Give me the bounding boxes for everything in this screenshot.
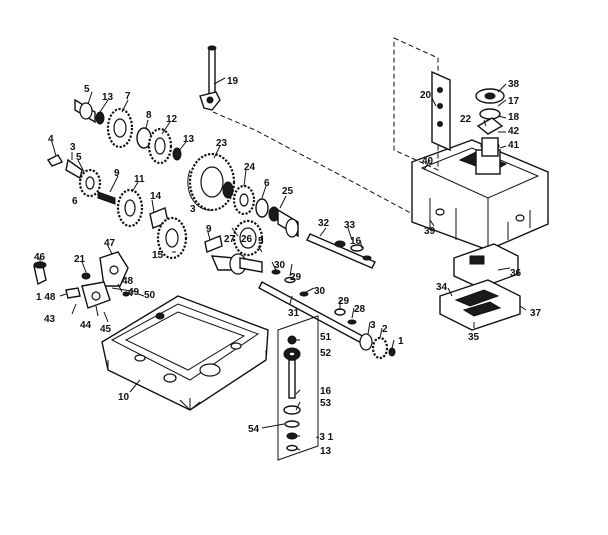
lower-gear-train	[149, 207, 188, 260]
shift-shaft-19	[199, 45, 221, 111]
callout-3: 3	[370, 320, 376, 331]
callout-10: 10	[118, 392, 130, 403]
callout-5: 5	[76, 152, 82, 163]
callout-51: 51	[320, 332, 332, 343]
callout-3: 3	[70, 142, 76, 153]
gear-26-assembly	[204, 219, 264, 275]
callout-42: 42	[508, 126, 520, 137]
callout-41: 41	[508, 140, 520, 151]
bottom-right-plates	[439, 243, 521, 331]
callout-27: 27	[224, 234, 236, 245]
callout-45: 45	[100, 324, 112, 335]
callout-9: 9	[206, 224, 212, 235]
middle-gear-train	[46, 154, 144, 228]
callout-47: 47	[104, 238, 116, 249]
vertical-shaft-panel	[277, 315, 319, 461]
main-gear-assembly	[187, 152, 299, 238]
callout-30: 30	[314, 286, 326, 297]
callout-36: 36	[510, 268, 522, 279]
callout-23: 23	[216, 138, 228, 149]
callout-4: 4	[48, 134, 54, 145]
callout-52: 52	[320, 348, 332, 359]
callout-7: 7	[125, 91, 131, 102]
callout-46: 46	[34, 252, 46, 263]
callout-18: 18	[508, 112, 520, 123]
callout-53: 53	[320, 398, 332, 409]
callout-13: 13	[183, 134, 195, 145]
callout-49: 49	[128, 287, 140, 298]
callout-54: 54	[248, 424, 260, 435]
callout-24: 24	[244, 162, 256, 173]
callout-32: 32	[318, 218, 330, 229]
lower-shaft-assembly	[258, 269, 396, 360]
callout-16: 16	[350, 236, 362, 247]
upper-gear-train	[74, 98, 182, 165]
callout-34: 34	[436, 282, 448, 293]
callout-17: 17	[508, 96, 520, 107]
callout-16: 16	[320, 386, 332, 397]
callout-31: -3 1	[316, 432, 334, 443]
callout-29: 29	[338, 296, 350, 307]
callout-33: 33	[344, 220, 356, 231]
callout-29: 29	[290, 272, 302, 283]
callout-26: 26	[241, 234, 253, 245]
callout-19: 19	[227, 76, 239, 87]
callout-35: 35	[468, 332, 480, 343]
callout-13: 13	[320, 446, 332, 457]
callout-6: 6	[264, 178, 270, 189]
callout-44: 44	[80, 320, 92, 331]
callout-5: 5	[258, 236, 264, 247]
callout-5: 5	[84, 84, 90, 95]
callout-8: 8	[146, 110, 152, 121]
callout-13: 13	[102, 92, 114, 103]
callout-labels: 19 5 13 7 8 12 13 4 3 5 9 11 6 23 24 6 2…	[34, 76, 542, 457]
shaft-32	[306, 233, 376, 269]
lower-housing-10	[101, 295, 269, 411]
callout-31: 31	[288, 308, 300, 319]
leader-lines	[39, 77, 527, 451]
top-stack-parts	[475, 88, 505, 157]
callout-1-48: 1 48	[36, 292, 56, 303]
callout-2: 2	[382, 324, 388, 335]
callout-38: 38	[508, 79, 520, 90]
callout-20: 20	[420, 90, 432, 101]
callout-28: 28	[354, 304, 366, 315]
callout-14: 14	[150, 191, 162, 202]
callout-12: 12	[166, 114, 178, 125]
callout-40: 40	[422, 156, 434, 167]
callout-43: 43	[44, 314, 56, 325]
callout-37: 37	[530, 308, 542, 319]
upper-housing-39	[411, 139, 549, 251]
cover-plate-20	[393, 37, 451, 171]
callout-11: 11	[134, 174, 145, 185]
callout-50: 50	[144, 290, 156, 301]
callout-25: 25	[282, 186, 294, 197]
reference-line	[212, 111, 421, 219]
callout-22: 22	[460, 114, 472, 125]
callout-1: 1	[398, 336, 404, 347]
shift-linkage	[33, 251, 139, 309]
callout-6: 6	[72, 196, 78, 207]
callout-9: 9	[114, 168, 120, 179]
callout-3: 3	[190, 204, 196, 215]
callout-48: 48	[122, 276, 134, 287]
callout-39: 39	[424, 226, 436, 237]
callout-15: 15	[152, 250, 164, 261]
callout-21: 21	[74, 254, 86, 265]
callout-30: 30	[274, 260, 286, 271]
